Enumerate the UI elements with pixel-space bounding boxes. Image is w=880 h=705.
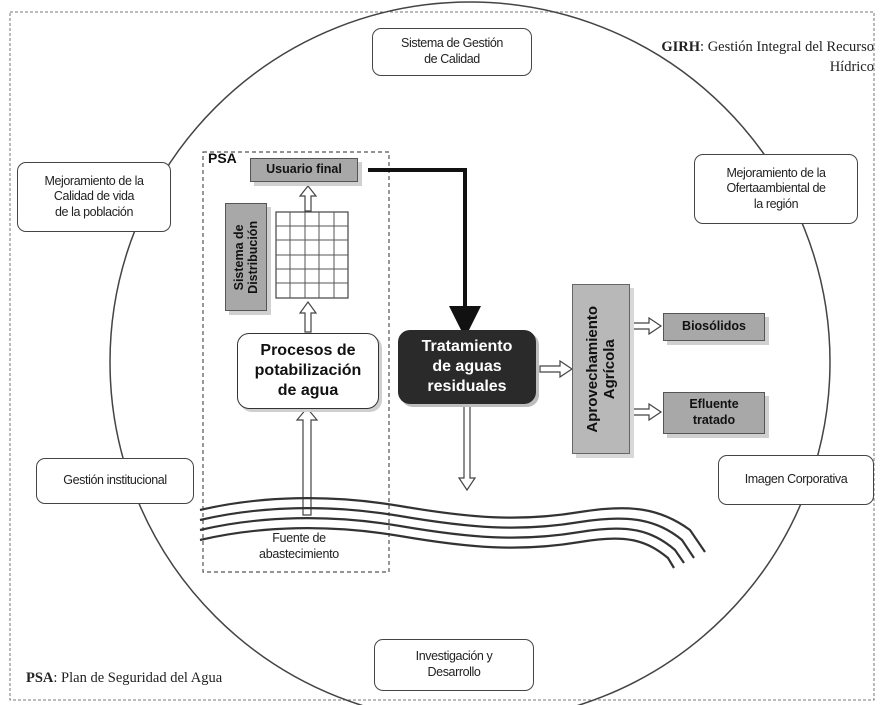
river-lines [199, 497, 706, 569]
arrow-grid-to-usuario [298, 185, 318, 212]
mejoramiento-calidad-vida-box: Mejoramiento de la Calidad de vida de la… [17, 162, 171, 232]
fuente-label: Fuente de abastecimiento [259, 531, 339, 561]
arrow-to-efluente [629, 402, 663, 422]
sistema-distribucion-label: Sistema de Distribución [231, 220, 261, 294]
psa-legend: PSA: Plan de Seguridad del Agua [26, 670, 222, 687]
arrow-tratamiento-to-aprovechamiento [539, 359, 574, 379]
efluente-box: Efluente tratado [663, 392, 765, 434]
psa-dashed-box [202, 151, 390, 573]
procesos-box: Procesos de potabilización de agua [237, 333, 379, 409]
psa-abbr: PSA [26, 670, 54, 686]
biosolidos-box: Biosólidos [663, 313, 765, 341]
arrow-tratamiento-to-river [457, 403, 477, 492]
girh-abbr: GIRH [661, 39, 701, 55]
girh-circle [109, 1, 831, 705]
girh-legend: GIRH: Gestión Integral del Recurso Hídri… [594, 38, 874, 77]
arrow-usuario-to-tratamiento [368, 168, 481, 338]
usuario-final-box: Usuario final [250, 158, 358, 182]
sistema-distribucion-box: Sistema de Distribución [225, 203, 267, 311]
sistema-calidad-box: Sistema de Gestión de Calidad [372, 28, 532, 76]
arrow-procesos-to-grid [298, 300, 318, 333]
girh-text: : Gestión Integral del Recurso Hídrico [700, 39, 874, 75]
arrow-to-biosolidos [629, 316, 663, 336]
psa-label: PSA [208, 150, 237, 166]
gestion-institucional-box: Gestión institucional [36, 458, 194, 504]
aprovechamiento-box: Aprovechamiento Agrícola [572, 284, 630, 454]
tratamiento-box: Tratamiento de aguas residuales [398, 330, 536, 404]
investigacion-box: Investigación y Desarrollo [374, 639, 534, 691]
aprovechamiento-label: Aprovechamiento Agrícola [583, 305, 619, 433]
psa-text: : Plan de Seguridad del Agua [53, 670, 223, 686]
mejoramiento-oferta-box: Mejoramiento de la Ofertaambiental de la… [694, 154, 858, 224]
outer-frame [9, 11, 875, 701]
distribution-grid [275, 211, 349, 299]
imagen-corporativa-box: Imagen Corporativa [718, 455, 874, 505]
